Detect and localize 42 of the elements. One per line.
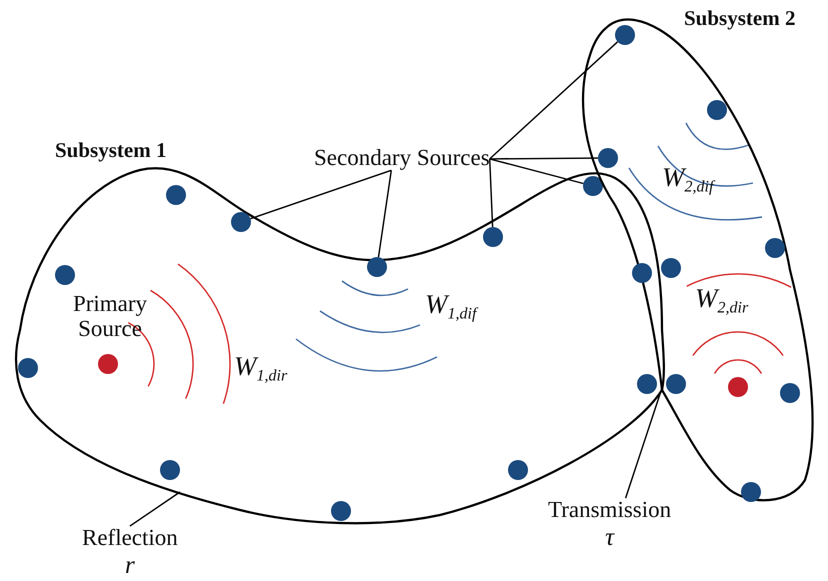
callout-label: Transmission (548, 497, 672, 522)
leader-line (378, 170, 392, 258)
wave-label: W$_{2,dir}$ (695, 284, 748, 318)
secondary-source-dot (598, 148, 618, 168)
secondary-source-dot (661, 258, 681, 278)
secondary-source-dot (166, 185, 186, 205)
symbol-label: r (125, 552, 135, 580)
leader-line (490, 157, 598, 160)
secondary-source-dot (583, 176, 603, 196)
primary-source-dot (98, 354, 118, 374)
secondary-source-dot (55, 265, 75, 285)
secondary-source-dot (637, 374, 657, 394)
secondary-source-dot (765, 238, 785, 258)
leader-line (490, 158, 584, 184)
subsystem-heading: Subsystem 1 (55, 138, 166, 163)
wave-label: W$_{1,dir}$ (234, 352, 288, 386)
secondary-source-dot (707, 100, 727, 120)
wave-label: W$_{1,dif}$ (425, 290, 476, 324)
wave-label: W$_{2,dif}$ (662, 163, 714, 196)
secondary-source-dot (331, 501, 351, 521)
secondary-source-dot (615, 25, 635, 45)
leader-line (489, 41, 618, 160)
secondary-source-dot (160, 460, 180, 480)
subsystem-heading: Subsystem 2 (684, 6, 796, 31)
secondary-source-dot (231, 212, 251, 232)
secondary-source-dot (508, 460, 528, 480)
secondary-source-dot (666, 374, 686, 394)
symbol-label: τ (605, 524, 614, 552)
callout-label: Reflection (82, 525, 178, 550)
secondary-source-dot (632, 263, 652, 283)
leader-line (489, 158, 494, 228)
callout-label: Secondary Sources (314, 145, 490, 170)
secondary-source-dot (741, 482, 761, 502)
secondary-source-dot (367, 257, 387, 277)
leader-line (130, 491, 180, 527)
secondary-source-dot (483, 227, 503, 247)
source-label: Primary Source (72, 291, 148, 342)
secondary-source-dot (780, 383, 800, 403)
leader-line (250, 170, 392, 220)
secondary-source-dot (18, 358, 38, 378)
primary-source-dot (728, 377, 748, 397)
leader-line (624, 388, 663, 498)
